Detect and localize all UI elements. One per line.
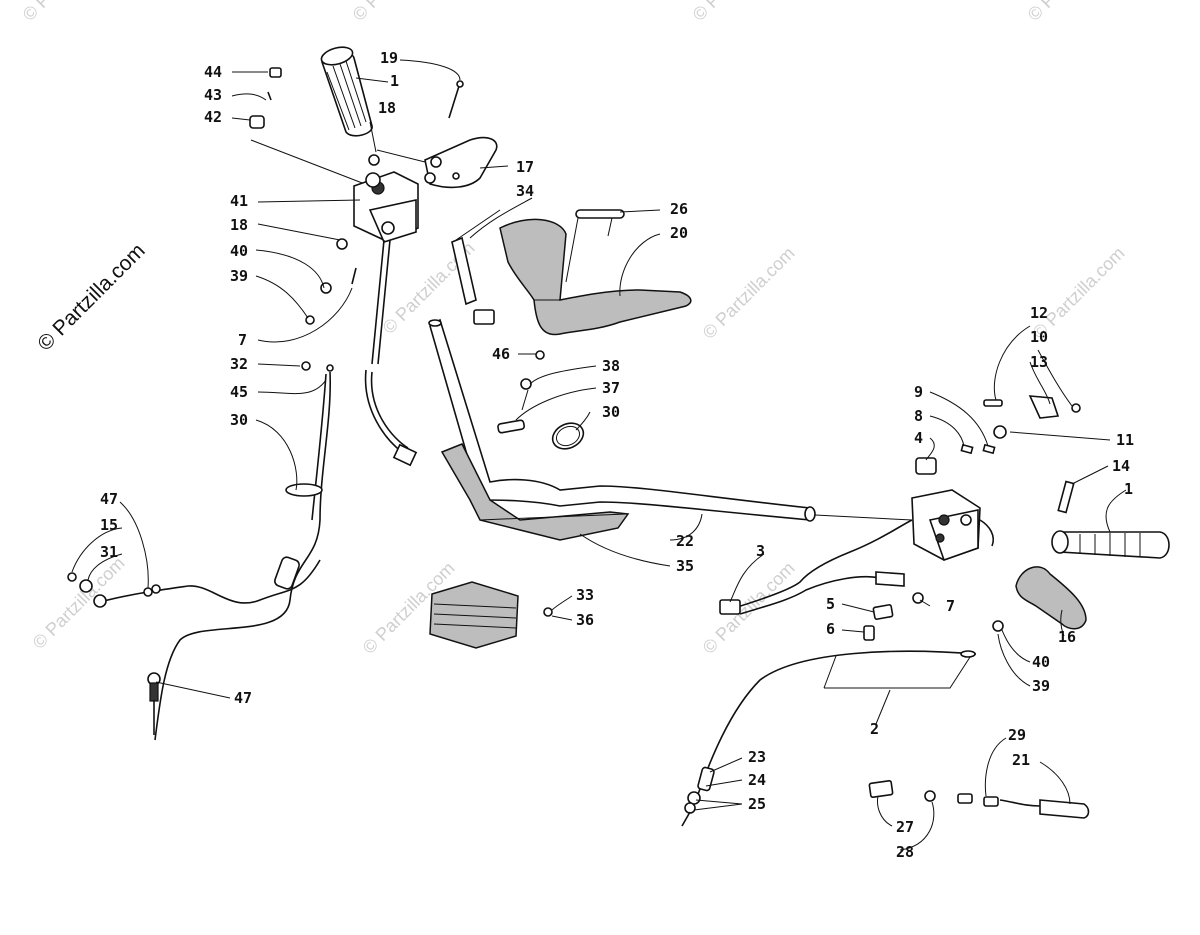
- callout-13: 13: [1030, 353, 1048, 371]
- watermark-main: © Partzilla.com: [33, 239, 149, 355]
- callout-labels: 44 43 42 19 1 18 17 34 41 18 40 39 26 20…: [100, 49, 1134, 861]
- switch-assembly-27-29: [868, 779, 1090, 819]
- watermark-text: © Partzilla.com: [699, 243, 799, 343]
- clip-38-37: [497, 378, 532, 434]
- left-small-parts-44-42: [249, 67, 371, 187]
- callout-1-left: 1: [390, 72, 399, 90]
- callout-27: 27: [896, 818, 914, 836]
- callout-41: 41: [230, 192, 248, 210]
- watermark-text: © Partzilla.com: [349, 0, 449, 25]
- callout-30: 30: [230, 411, 248, 429]
- callout-24: 24: [748, 771, 766, 789]
- right-housing-4: [814, 443, 996, 562]
- kill-switch-wire: [364, 239, 418, 467]
- callout-40: 40: [1032, 653, 1050, 671]
- callout-39: 39: [1032, 677, 1050, 695]
- right-pin-14: [1057, 480, 1075, 514]
- left-housing-41: [353, 154, 419, 243]
- watermark-text: © Partzilla.com: [699, 558, 799, 658]
- callout-43: 43: [204, 86, 222, 104]
- callout-18: 18: [378, 99, 396, 117]
- callout-32: 32: [230, 355, 248, 373]
- callout-2: 2: [870, 720, 879, 738]
- callout-6: 6: [826, 620, 835, 638]
- callout-26: 26: [670, 200, 688, 218]
- callout-46: 46: [492, 345, 510, 363]
- callout-47: 47: [100, 490, 118, 508]
- callout-4: 4: [914, 429, 923, 447]
- callout-38: 38: [602, 357, 620, 375]
- callout-40: 40: [230, 242, 248, 260]
- watermark-text: © Partzilla.com: [29, 553, 129, 653]
- callout-45: 45: [230, 383, 248, 401]
- right-grip: [1051, 530, 1170, 559]
- callout-18: 18: [230, 216, 248, 234]
- callout-21: 21: [1012, 751, 1030, 769]
- cable-tie-30: [551, 422, 585, 450]
- callout-1-right: 1: [1124, 480, 1133, 498]
- callout-33: 33: [576, 586, 594, 604]
- callout-14: 14: [1112, 457, 1130, 475]
- throttle-cable-2: [681, 650, 977, 827]
- callout-9: 9: [914, 383, 923, 401]
- handlebar-22: [428, 318, 816, 522]
- cover-36: [429, 581, 553, 649]
- pad-strap-34: [451, 209, 501, 325]
- handlebar-bracket-35: [440, 443, 630, 541]
- left-screws-18-39: [305, 238, 357, 325]
- pad-nut-46: [535, 350, 545, 360]
- throttle-lever-16: [992, 566, 1087, 632]
- callout-25: 25: [748, 795, 766, 813]
- leader-lines: [71, 59, 1127, 851]
- callout-22: 22: [676, 532, 694, 550]
- callout-39: 39: [230, 267, 248, 285]
- callout-47: 47: [234, 689, 252, 707]
- callout-16: 16: [1058, 628, 1076, 646]
- switch-parts-5-6: [863, 604, 894, 641]
- pad-bolt-26: [565, 209, 625, 283]
- callout-30: 30: [602, 403, 620, 421]
- left-brake-lever-17: [376, 136, 498, 189]
- callout-23: 23: [748, 748, 766, 766]
- callout-7: 7: [238, 331, 247, 349]
- callout-12: 12: [1030, 304, 1048, 322]
- callout-20: 20: [670, 224, 688, 242]
- wiring-harness-3: [719, 519, 924, 615]
- left-grip: [320, 46, 373, 137]
- callout-44: 44: [204, 63, 222, 81]
- callout-3: 3: [756, 542, 765, 560]
- callout-35: 35: [676, 557, 694, 575]
- watermark-text: © Partzilla.com: [689, 0, 789, 25]
- callout-7: 7: [946, 597, 955, 615]
- callout-10: 10: [1030, 328, 1048, 346]
- callout-19: 19: [380, 49, 398, 67]
- watermark-text: © Partzilla.com: [1024, 0, 1124, 25]
- handlebar-pad-20: [499, 218, 692, 336]
- callout-29: 29: [1008, 726, 1026, 744]
- callout-34: 34: [516, 182, 534, 200]
- left-pin-19: [448, 80, 464, 119]
- callout-36: 36: [576, 611, 594, 629]
- left-cable-assembly: [67, 361, 334, 741]
- callout-28: 28: [896, 843, 914, 861]
- watermark-text: © Partzilla.com: [19, 0, 119, 25]
- callout-8: 8: [914, 407, 923, 425]
- callout-5: 5: [826, 595, 835, 613]
- callout-15: 15: [100, 516, 118, 534]
- callout-31: 31: [100, 543, 118, 561]
- callout-17: 17: [516, 158, 534, 176]
- callout-37: 37: [602, 379, 620, 397]
- callout-42: 42: [204, 108, 222, 126]
- callout-11: 11: [1116, 431, 1134, 449]
- throttle-lever-parts-10-13: [983, 395, 1081, 439]
